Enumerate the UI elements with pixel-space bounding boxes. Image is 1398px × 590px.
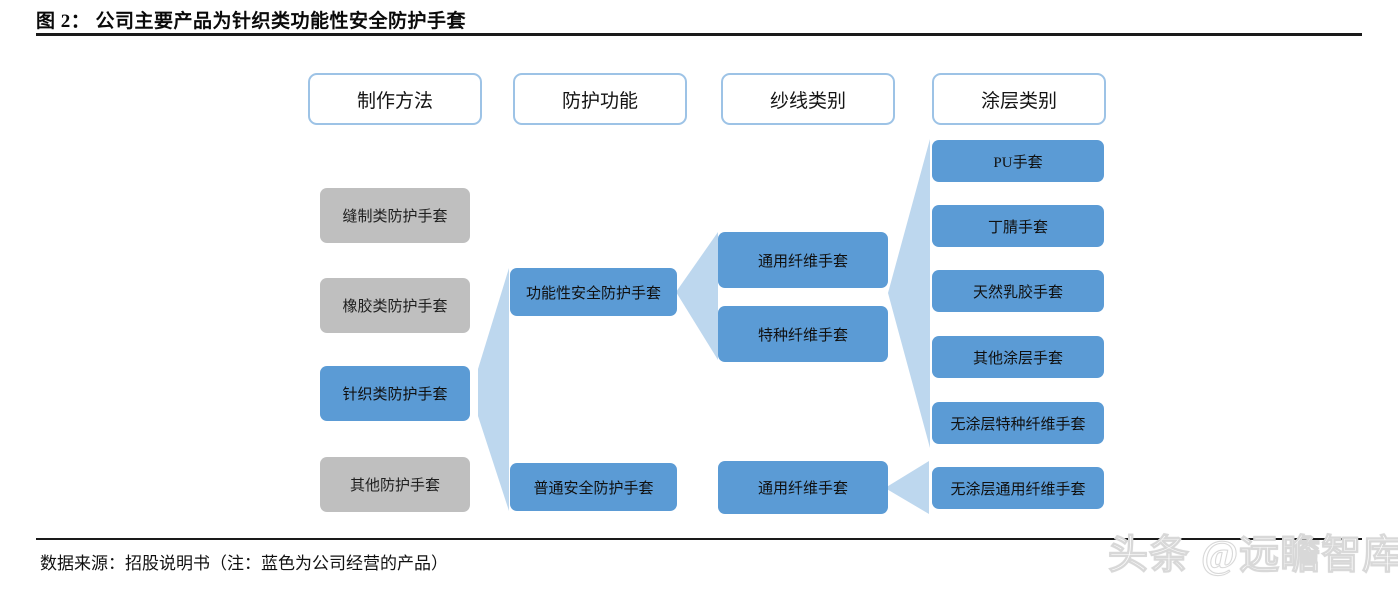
node-yarn-general-bottom-label: 通用纤维手套 [757,481,848,497]
node-yarn-general-bottom[interactable]: 通用纤维手套 [718,461,888,514]
node-yarn-general-top[interactable]: 通用纤维手套 [718,232,888,288]
node-method-sewn[interactable]: 缝制类防护手套 [320,188,470,243]
node-coating-none-general-label: 无涂层通用纤维手套 [950,481,1086,498]
figure-title-bar: 图 2： 公司主要产品为针织类功能性安全防护手套 [36,4,1362,34]
node-method-rubber[interactable]: 橡胶类防护手套 [320,278,470,333]
node-yarn-special-label: 特种纤维手套 [757,327,848,344]
node-coating-pu-label: PU手套 [993,154,1043,171]
category-header-function[interactable]: 防护功能 [513,73,687,125]
node-coating-pu[interactable]: PU手套 [932,140,1104,182]
node-function-functional-label: 功能性安全防护手套 [525,285,661,302]
funnel-method-to-function-shape [478,268,509,511]
node-method-knitted-label: 针织类防护手套 [342,387,448,403]
footer-divider [36,538,1362,540]
watermark-logo: 头条 @远瞻智库 [1107,532,1398,578]
category-header-function-label: 防护功能 [561,90,638,112]
source-note: 数据来源：招股说明书（注：蓝色为公司经营的产品） [40,554,448,573]
node-yarn-special[interactable]: 特种纤维手套 [718,306,888,362]
node-coating-other-label: 其他涂层手套 [972,350,1063,367]
node-coating-nitrile[interactable]: 丁腈手套 [932,205,1104,247]
node-coating-none-special-label: 无涂层特种纤维手套 [950,416,1086,433]
node-method-other[interactable]: 其他防护手套 [320,457,470,512]
category-header-coating[interactable]: 涂层类别 [932,73,1106,125]
title-divider [36,33,1362,36]
page-title: 图 2： 公司主要产品为针织类功能性安全防护手套 [36,10,467,32]
category-header-coating-label: 涂层类别 [980,90,1057,112]
node-coating-nitrile-label: 丁腈手套 [987,219,1048,236]
arrow-nocoat-general-shape [885,461,929,514]
node-coating-other[interactable]: 其他涂层手套 [932,336,1104,378]
node-yarn-general-top-label: 通用纤维手套 [757,253,848,270]
node-coating-latex[interactable]: 天然乳胶手套 [932,270,1104,312]
node-method-sewn-label: 缝制类防护手套 [342,209,448,225]
node-coating-none-general[interactable]: 无涂层通用纤维手套 [932,467,1104,509]
category-header-yarn[interactable]: 纱线类别 [721,73,895,125]
node-function-ordinary[interactable]: 普通安全防护手套 [510,463,677,511]
node-coating-none-special[interactable]: 无涂层特种纤维手套 [932,402,1104,444]
category-header-method-label: 制作方法 [356,90,433,112]
node-coating-latex-label: 天然乳胶手套 [972,284,1063,301]
node-method-other-label: 其他防护手套 [349,478,440,494]
category-header-method[interactable]: 制作方法 [308,73,482,125]
category-header-yarn-label: 纱线类别 [769,90,846,112]
node-function-functional[interactable]: 功能性安全防护手套 [510,268,677,316]
node-method-rubber-label: 橡胶类防护手套 [342,299,448,315]
node-function-ordinary-label: 普通安全防护手套 [533,480,654,497]
node-method-knitted[interactable]: 针织类防护手套 [320,366,470,421]
funnel-yarn-to-coating-shape [888,139,930,448]
funnel-function-to-yarn-shape [676,232,718,360]
